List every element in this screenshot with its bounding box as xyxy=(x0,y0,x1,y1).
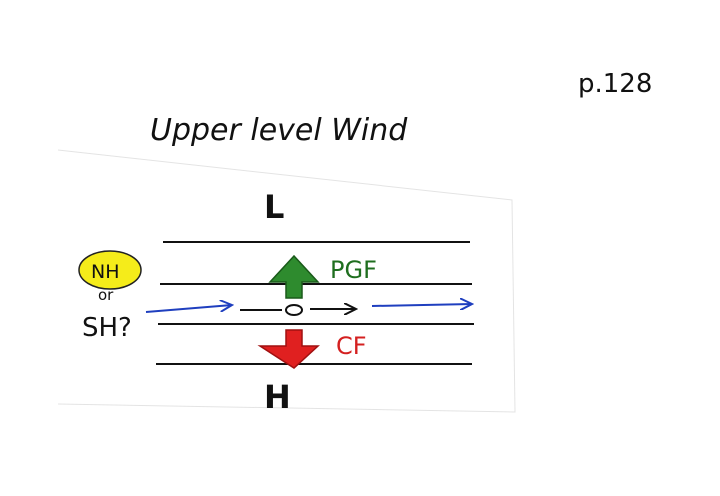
air-parcel xyxy=(285,304,303,316)
diagram-title: Upper level Wind xyxy=(150,113,408,148)
pgf-label: PGF xyxy=(330,256,377,284)
nh-highlight xyxy=(78,250,142,290)
pgf-arrow-icon xyxy=(268,254,320,299)
wind-arrow-right xyxy=(371,304,472,306)
high-pressure-label: H xyxy=(264,378,291,416)
cf-label: CF xyxy=(336,332,367,360)
sh-label: SH? xyxy=(82,313,132,343)
wind-arrow-left xyxy=(145,305,232,313)
page-reference: p.128 xyxy=(578,69,652,99)
low-pressure-label: L xyxy=(264,188,284,226)
or-label: or xyxy=(98,286,114,304)
cf-arrow-icon xyxy=(257,329,320,369)
paper-card-edge xyxy=(57,149,516,413)
nh-label: NH xyxy=(91,261,120,283)
